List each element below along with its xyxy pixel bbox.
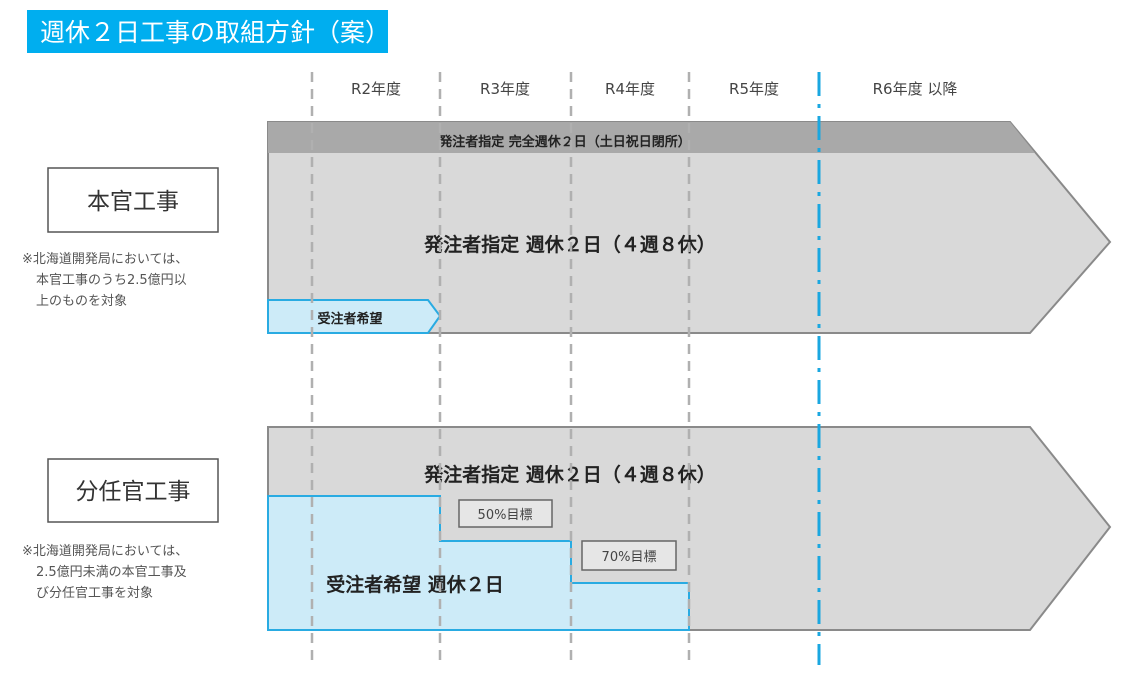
honkan-note-2: 本官工事のうち2.5億円以	[36, 272, 187, 288]
target-70-box	[581, 540, 677, 571]
bunnin-main-label: 発注者指定 週休２日（４週８休）	[423, 463, 716, 486]
bunnin-note-2: 2.5億円未満の本官工事及	[36, 564, 187, 580]
target-50: 50%目標	[478, 508, 533, 523]
honkan-band	[268, 122, 1035, 153]
honkan-main-label: 発注者指定 週休２日（４週８休）	[423, 233, 716, 256]
honkan-contractor-arrow	[267, 299, 442, 334]
honkan-label: 本官工事	[87, 189, 179, 215]
bunnin-label: 分任官工事	[76, 479, 191, 505]
target-70: 70%目標	[602, 550, 657, 565]
bunnin-contractor-label: 受注者希望 週休２日	[326, 573, 504, 596]
year-r2: R2年度	[351, 80, 401, 98]
bunnin-note-1: ※北海道開発局においては、	[22, 544, 188, 559]
bunnin-note-3: び分任官工事を対象	[36, 585, 153, 601]
bunnin-label-box	[47, 458, 219, 523]
title: 週休２日工事の取組方針（案）	[40, 18, 390, 47]
year-r5: R5年度	[729, 80, 779, 98]
title-banner	[27, 10, 388, 53]
honkan-contractor-label: 受注者希望	[317, 311, 382, 327]
honkan-note-1: ※北海道開発局においては、	[22, 252, 188, 267]
year-r4: R4年度	[605, 80, 655, 98]
honkan-label-box	[47, 167, 219, 233]
year-r6: R6年度 以降	[873, 80, 958, 98]
year-r3: R3年度	[480, 80, 530, 98]
target-50-box	[458, 499, 553, 528]
year-dividers	[310, 72, 691, 665]
honkan-note-3: 上のものを対象	[36, 294, 127, 309]
honkan-band-label: 発注者指定 完全週休２日（土日祝日閉所）	[438, 134, 691, 150]
